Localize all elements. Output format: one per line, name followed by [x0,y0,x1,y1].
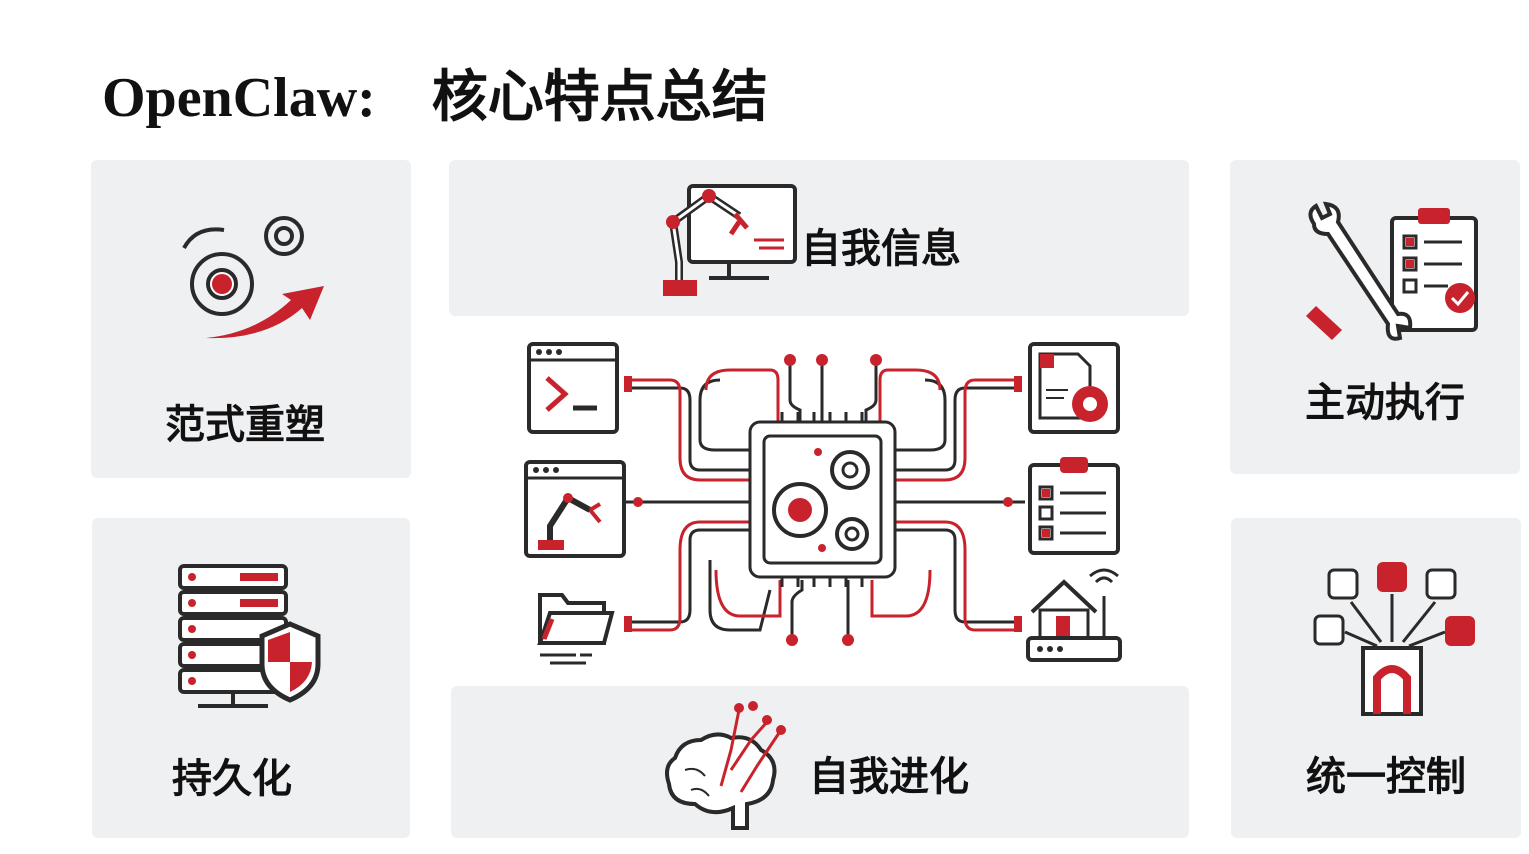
card-self-evolution: 自我进化 [451,686,1189,838]
card-persistence-label: 持久化 [172,755,292,802]
document-gear-icon [1028,342,1120,434]
card-active-exec-label: 主动执行 [1305,379,1465,426]
home-router-icon [1026,568,1122,662]
card-unified-control: 统一控制 [1231,518,1521,838]
apps-funnel-icon [1313,562,1475,716]
card-paradigm-label: 范式重塑 [165,401,325,448]
folder-icon [537,593,615,665]
cpu-chip-icon [620,354,1025,646]
card-self-info: 自我信息 [449,160,1189,316]
page-title: OpenClaw: 核心特点总结 [102,67,768,129]
server-shield-icon [178,564,321,708]
card-self-evolution-label: 自我进化 [809,753,969,800]
card-unified-control-label: 统一控制 [1306,753,1466,800]
wrench-clipboard-icon [1306,201,1478,341]
terminal-window-icon [527,342,619,434]
card-persistence: 持久化 [92,518,410,838]
card-active-exec: 主动执行 [1230,160,1520,474]
brain-circuit-icon [665,701,786,830]
card-self-info-label: 自我信息 [801,225,961,272]
robot-window-icon [524,460,626,558]
checklist-icon [1028,457,1120,555]
card-paradigm: 范式重塑 [91,160,411,478]
robot-arm-monitor-icon [663,184,797,296]
gears-arrow-icon [182,216,324,339]
